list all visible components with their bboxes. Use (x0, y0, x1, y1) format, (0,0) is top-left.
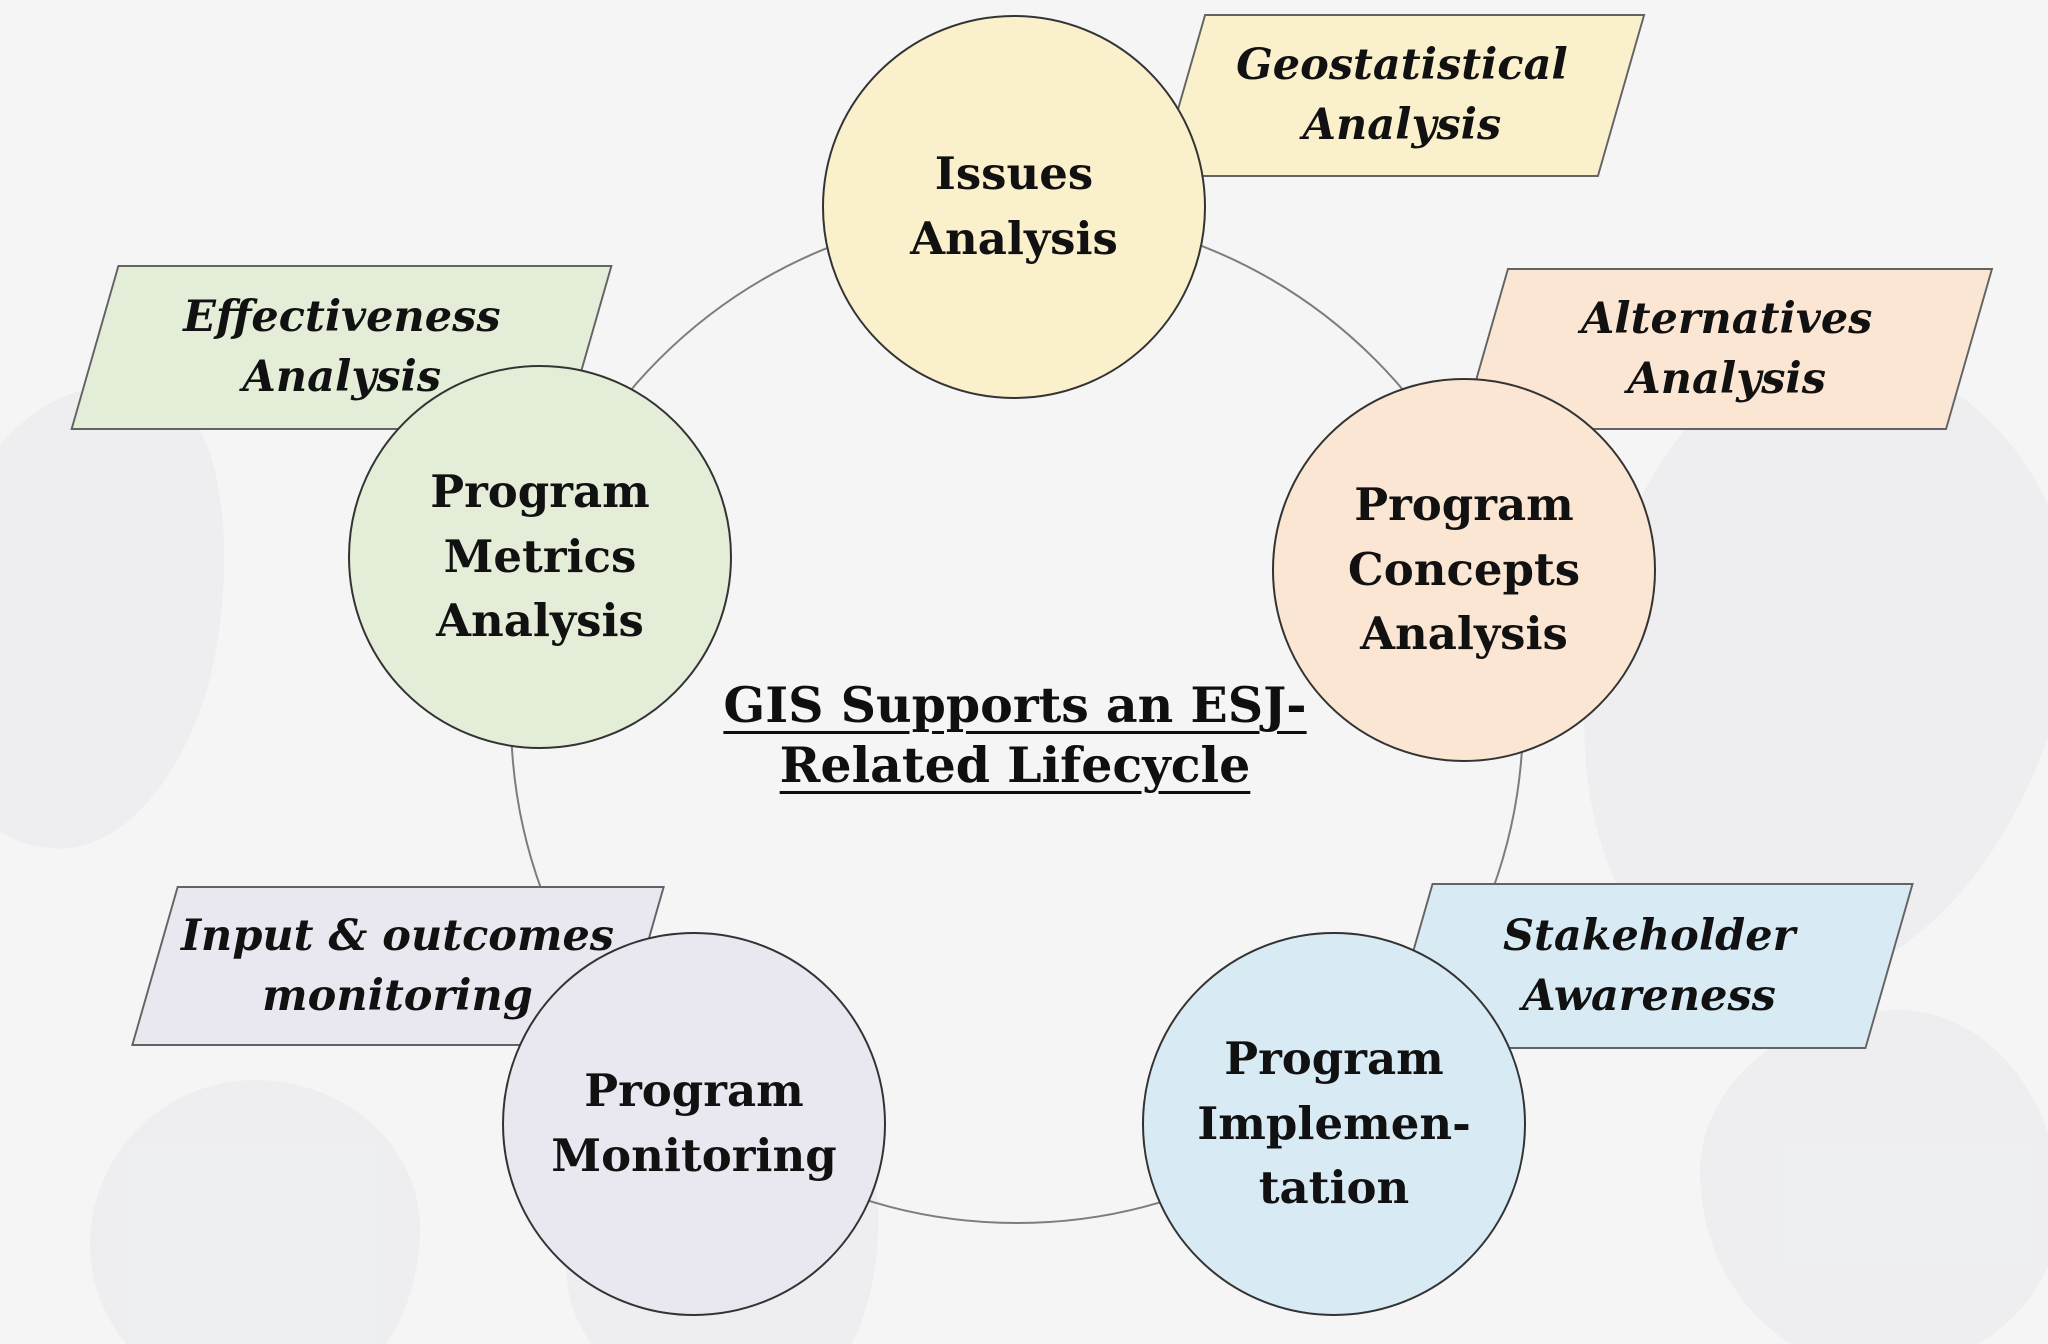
tag-line: Awareness (1522, 971, 1776, 1021)
diagram-title: GIS Supports an ESJ- Related Lifecycle (515, 676, 1515, 796)
world-map-watermark (1700, 1010, 2048, 1344)
circle-line: Analysis (436, 594, 644, 648)
title-line-2: Related Lifecycle (779, 735, 1251, 794)
circle-line: Implemen- (1197, 1096, 1471, 1150)
node-circle-program-monitoring: Program Monitoring (502, 932, 886, 1316)
circle-line: Analysis (910, 212, 1118, 265)
world-map-watermark (90, 1080, 420, 1344)
circle-line: Program (1224, 1031, 1444, 1085)
tag-line: Input & outcomes (181, 910, 615, 961)
tag-line: Geostatistical (1235, 40, 1568, 91)
tag-line: Analysis (1302, 100, 1501, 151)
circle-line: Concepts (1347, 542, 1581, 596)
tag-line: Analysis (1627, 354, 1827, 404)
tag-line: Effectiveness (182, 292, 501, 343)
circle-line: Analysis (1360, 607, 1568, 661)
node-circle-program-concepts-analysis: Program Concepts Analysis (1272, 378, 1656, 762)
tag-label: Geostatistical Analysis (1236, 35, 1568, 155)
circle-line: Metrics (443, 529, 637, 583)
title-line-1: GIS Supports an ESJ- (723, 676, 1307, 734)
circle-line: Monitoring (551, 1129, 837, 1182)
world-map-watermark (0, 359, 259, 871)
circle-line: Program (1354, 477, 1574, 531)
tag-line: Stakeholder (1502, 910, 1796, 961)
circle-line: Program (430, 464, 650, 518)
node-circle-issues-analysis: Issues Analysis (822, 15, 1206, 399)
circle-line: tation (1258, 1161, 1410, 1215)
tag-line: Alternatives (1581, 293, 1873, 344)
node-circle-program-implementation: Program Implemen- tation (1142, 932, 1526, 1316)
tag-geostatistical-analysis: Geostatistical Analysis (1157, 14, 1646, 177)
circle-line: Issues (934, 147, 1094, 201)
tag-label: Stakeholder Awareness (1503, 906, 1795, 1026)
tag-label: Alternatives Analysis (1581, 289, 1872, 409)
circle-line: Program (584, 1064, 804, 1118)
node-circle-program-metrics-analysis: Program Metrics Analysis (348, 365, 732, 749)
